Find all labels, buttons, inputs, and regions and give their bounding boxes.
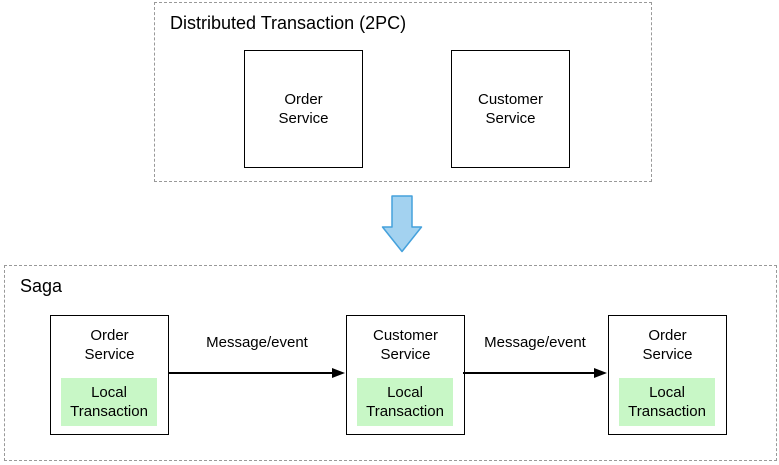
- group-saga-title: Saga: [20, 276, 63, 296]
- local-transaction-box-1: Local Transaction: [61, 378, 157, 426]
- message-arrow-2-arrowhead-icon: [594, 368, 607, 378]
- local-transaction-box-3: Local Transaction: [619, 378, 715, 426]
- node-order-service-2pc: Order Service: [244, 50, 363, 168]
- message-arrow-1: [169, 367, 345, 379]
- message-arrow-2-line: [463, 372, 596, 374]
- node-customer-service-2pc: Customer Service: [451, 50, 570, 168]
- message-arrow-1-label: Message/event: [206, 334, 308, 351]
- saga-node-order-service-1-label: Order Service: [84, 327, 135, 363]
- local-transaction-box-2: Local Transaction: [357, 378, 453, 426]
- transform-down-arrow-shape: [381, 195, 423, 253]
- node-customer-service-2pc-label: Customer Service: [477, 91, 544, 127]
- message-arrow-1-line: [169, 372, 334, 374]
- saga-node-order-service-2-label: Order Service: [642, 327, 693, 363]
- group-saga: Saga Order Service Local Transaction Cus…: [4, 265, 777, 461]
- message-arrow-2-label: Message/event: [484, 334, 586, 351]
- saga-node-order-service-1: Order Service Local Transaction: [50, 315, 169, 435]
- message-arrow-2: [463, 367, 607, 379]
- message-arrow-1-arrowhead-icon: [332, 368, 345, 378]
- group-2pc-title: Distributed Transaction (2PC): [170, 13, 407, 33]
- saga-node-order-service-2: Order Service Local Transaction: [608, 315, 727, 435]
- saga-node-customer-service: Customer Service Local Transaction: [346, 315, 465, 435]
- saga-node-customer-service-label: Customer Service: [372, 327, 439, 363]
- group-distributed-transaction-2pc: Distributed Transaction (2PC) Order Serv…: [154, 2, 652, 182]
- transform-down-arrow-icon: [381, 195, 423, 253]
- node-order-service-2pc-label: Order Service: [278, 91, 329, 127]
